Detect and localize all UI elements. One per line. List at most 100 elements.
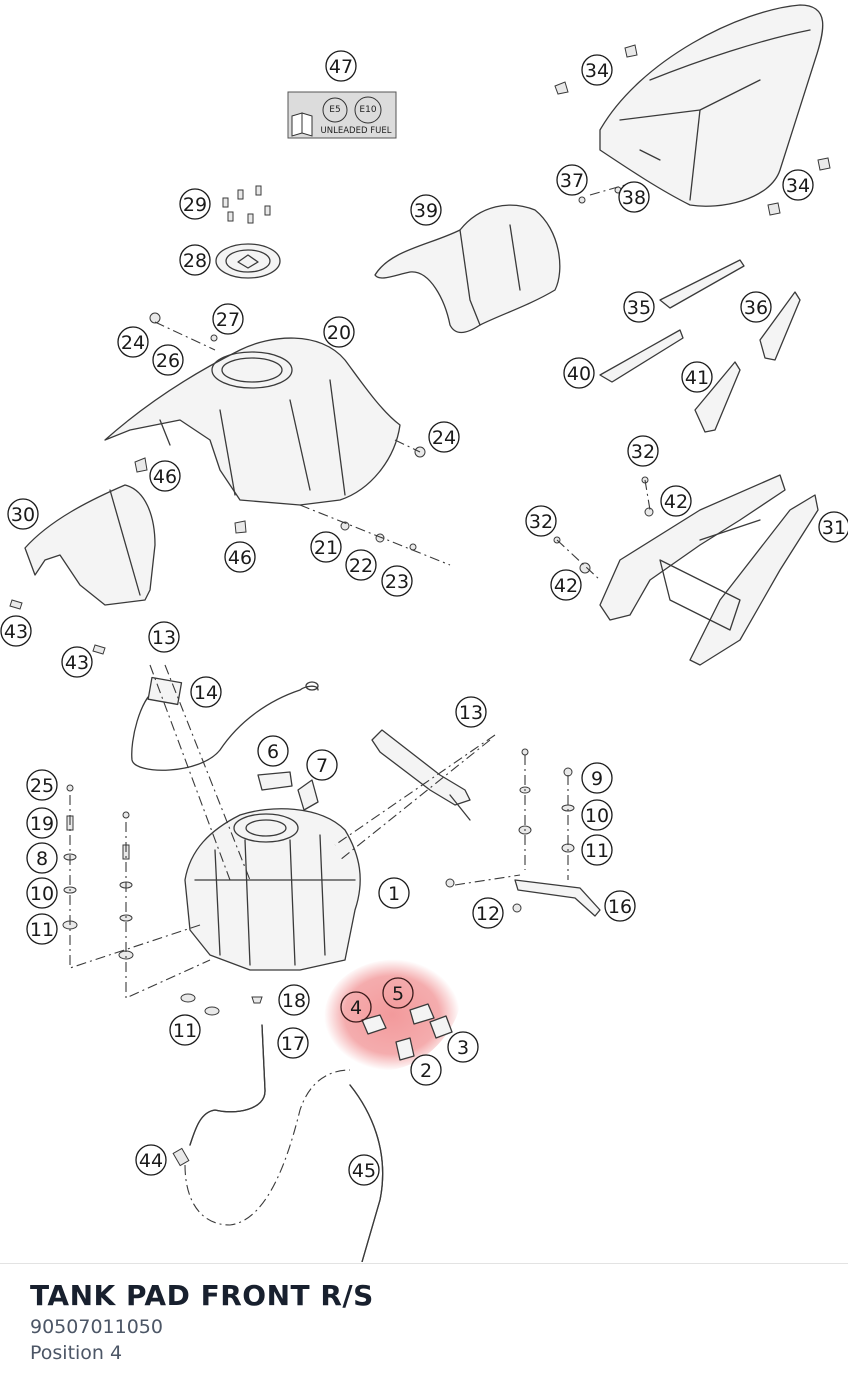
callout-c43b[interactable]: 43 xyxy=(61,646,93,678)
trim-part-36[interactable] xyxy=(759,291,801,361)
callout-c42b[interactable]: 42 xyxy=(550,569,582,601)
callout-c45[interactable]: 45 xyxy=(348,1154,380,1186)
tail-section-part[interactable] xyxy=(599,474,819,666)
callout-c35[interactable]: 35 xyxy=(623,291,655,323)
assembly-lines xyxy=(69,184,651,1226)
callout-c4[interactable]: 4 xyxy=(340,991,372,1023)
callout-c20[interactable]: 20 xyxy=(323,316,355,348)
callout-c23[interactable]: 23 xyxy=(381,565,413,597)
cap-screws-part[interactable] xyxy=(222,185,271,224)
callout-circle xyxy=(152,344,184,376)
callout-c30[interactable]: 30 xyxy=(7,498,39,530)
callout-c46a[interactable]: 46 xyxy=(149,460,181,492)
callout-c43a[interactable]: 43 xyxy=(0,615,32,647)
rear-seat-part[interactable] xyxy=(599,4,824,207)
tank-pad-4[interactable] xyxy=(361,1014,387,1035)
callout-c14[interactable]: 14 xyxy=(190,676,222,708)
callout-c3[interactable]: 3 xyxy=(447,1031,479,1063)
callout-circle xyxy=(323,316,355,348)
callout-c10b[interactable]: 10 xyxy=(26,877,58,909)
callout-c32b[interactable]: 32 xyxy=(525,505,557,537)
callout-c31[interactable]: 31 xyxy=(818,511,848,543)
callout-c46b[interactable]: 46 xyxy=(224,541,256,573)
callout-c24b[interactable]: 24 xyxy=(428,421,460,453)
callout-c9[interactable]: 9 xyxy=(581,762,613,794)
callout-label: 46 xyxy=(228,547,252,569)
callout-c18[interactable]: 18 xyxy=(278,984,310,1016)
front-seat-part[interactable] xyxy=(374,204,561,334)
hose-17-part[interactable] xyxy=(189,1024,266,1146)
bolt-stack-left[interactable] xyxy=(62,784,134,960)
callout-c26[interactable]: 26 xyxy=(152,344,184,376)
callout-c6[interactable]: 6 xyxy=(257,735,289,767)
tank-cover-part[interactable] xyxy=(104,337,401,506)
callout-c39[interactable]: 39 xyxy=(410,194,442,226)
callout-c36[interactable]: 36 xyxy=(740,291,772,323)
callout-c38[interactable]: 38 xyxy=(618,181,650,213)
callout-c12[interactable]: 12 xyxy=(472,897,504,929)
callout-c40[interactable]: 40 xyxy=(563,357,595,389)
callout-c34b[interactable]: 34 xyxy=(782,169,814,201)
callout-c27[interactable]: 27 xyxy=(212,303,244,335)
bracket-16-part[interactable] xyxy=(514,879,601,917)
callout-label: 11 xyxy=(173,1020,197,1042)
trim-part-40[interactable] xyxy=(599,329,684,383)
callout-circle xyxy=(618,181,650,213)
callout-c11b[interactable]: 11 xyxy=(26,913,58,945)
tank-pad-2[interactable] xyxy=(395,1037,415,1061)
callout-label: 43 xyxy=(65,652,89,674)
hose-45-part[interactable] xyxy=(349,1084,384,1262)
callout-label: 9 xyxy=(591,768,603,790)
callout-c24a[interactable]: 24 xyxy=(117,326,149,358)
callout-c29[interactable]: 29 xyxy=(179,188,211,220)
callout-c32a[interactable]: 32 xyxy=(627,435,659,467)
rear-bracket-part[interactable] xyxy=(371,729,471,821)
callout-label: 8 xyxy=(36,848,48,870)
tank-pad-5[interactable] xyxy=(409,1003,435,1025)
callout-label: 42 xyxy=(664,491,688,513)
callout-c47[interactable]: 47 xyxy=(325,50,357,82)
callout-c21[interactable]: 21 xyxy=(310,531,342,563)
callout-c44[interactable]: 44 xyxy=(135,1144,167,1176)
callout-label: 17 xyxy=(281,1033,305,1055)
part-name: TANK PAD FRONT R/S xyxy=(30,1279,374,1312)
callout-c22[interactable]: 22 xyxy=(345,549,377,581)
callout-c2[interactable]: 2 xyxy=(410,1054,442,1086)
callout-label: 6 xyxy=(267,741,279,763)
callout-label: 14 xyxy=(194,682,218,704)
side-cover-left-part[interactable] xyxy=(24,484,156,606)
callout-c7[interactable]: 7 xyxy=(306,749,338,781)
callout-c13b[interactable]: 13 xyxy=(455,696,487,728)
callout-c16[interactable]: 16 xyxy=(604,890,636,922)
callout-circle xyxy=(179,188,211,220)
bolt-stack-right[interactable] xyxy=(518,748,575,853)
callout-c11a[interactable]: 11 xyxy=(581,834,613,866)
callout-circle xyxy=(0,615,32,647)
fuel-label-sticker[interactable]: E5 E10 UNLEADED FUEL xyxy=(287,91,397,139)
callout-c17[interactable]: 17 xyxy=(277,1027,309,1059)
trim-part-41[interactable] xyxy=(694,361,741,433)
tank-pad-7[interactable] xyxy=(297,779,319,811)
trim-part-35[interactable] xyxy=(659,259,745,309)
hose-clamp-44[interactable] xyxy=(172,1147,190,1167)
callout-c34a[interactable]: 34 xyxy=(581,54,613,86)
callout-circle xyxy=(306,749,338,781)
callout-c19[interactable]: 19 xyxy=(26,807,58,839)
callout-c28[interactable]: 28 xyxy=(179,244,211,276)
callout-c41[interactable]: 41 xyxy=(681,361,713,393)
callout-c13a[interactable]: 13 xyxy=(148,621,180,653)
grommets-bottom[interactable] xyxy=(180,993,263,1016)
tank-pad-3[interactable] xyxy=(429,1015,453,1039)
part-info-panel: TANK PAD FRONT R/S 90507011050 Position … xyxy=(30,1278,374,1366)
callout-c37[interactable]: 37 xyxy=(556,164,588,196)
tank-pad-6[interactable] xyxy=(257,771,293,791)
callout-c11c[interactable]: 11 xyxy=(169,1014,201,1046)
callout-c8[interactable]: 8 xyxy=(26,842,58,874)
callout-c42a[interactable]: 42 xyxy=(660,485,692,517)
callout-c10a[interactable]: 10 xyxy=(581,799,613,831)
fuel-tank-part[interactable] xyxy=(184,808,361,971)
callout-c5[interactable]: 5 xyxy=(382,977,414,1009)
fuel-cap-part[interactable] xyxy=(215,243,281,279)
callout-c1[interactable]: 1 xyxy=(378,877,410,909)
callout-c25[interactable]: 25 xyxy=(26,769,58,801)
